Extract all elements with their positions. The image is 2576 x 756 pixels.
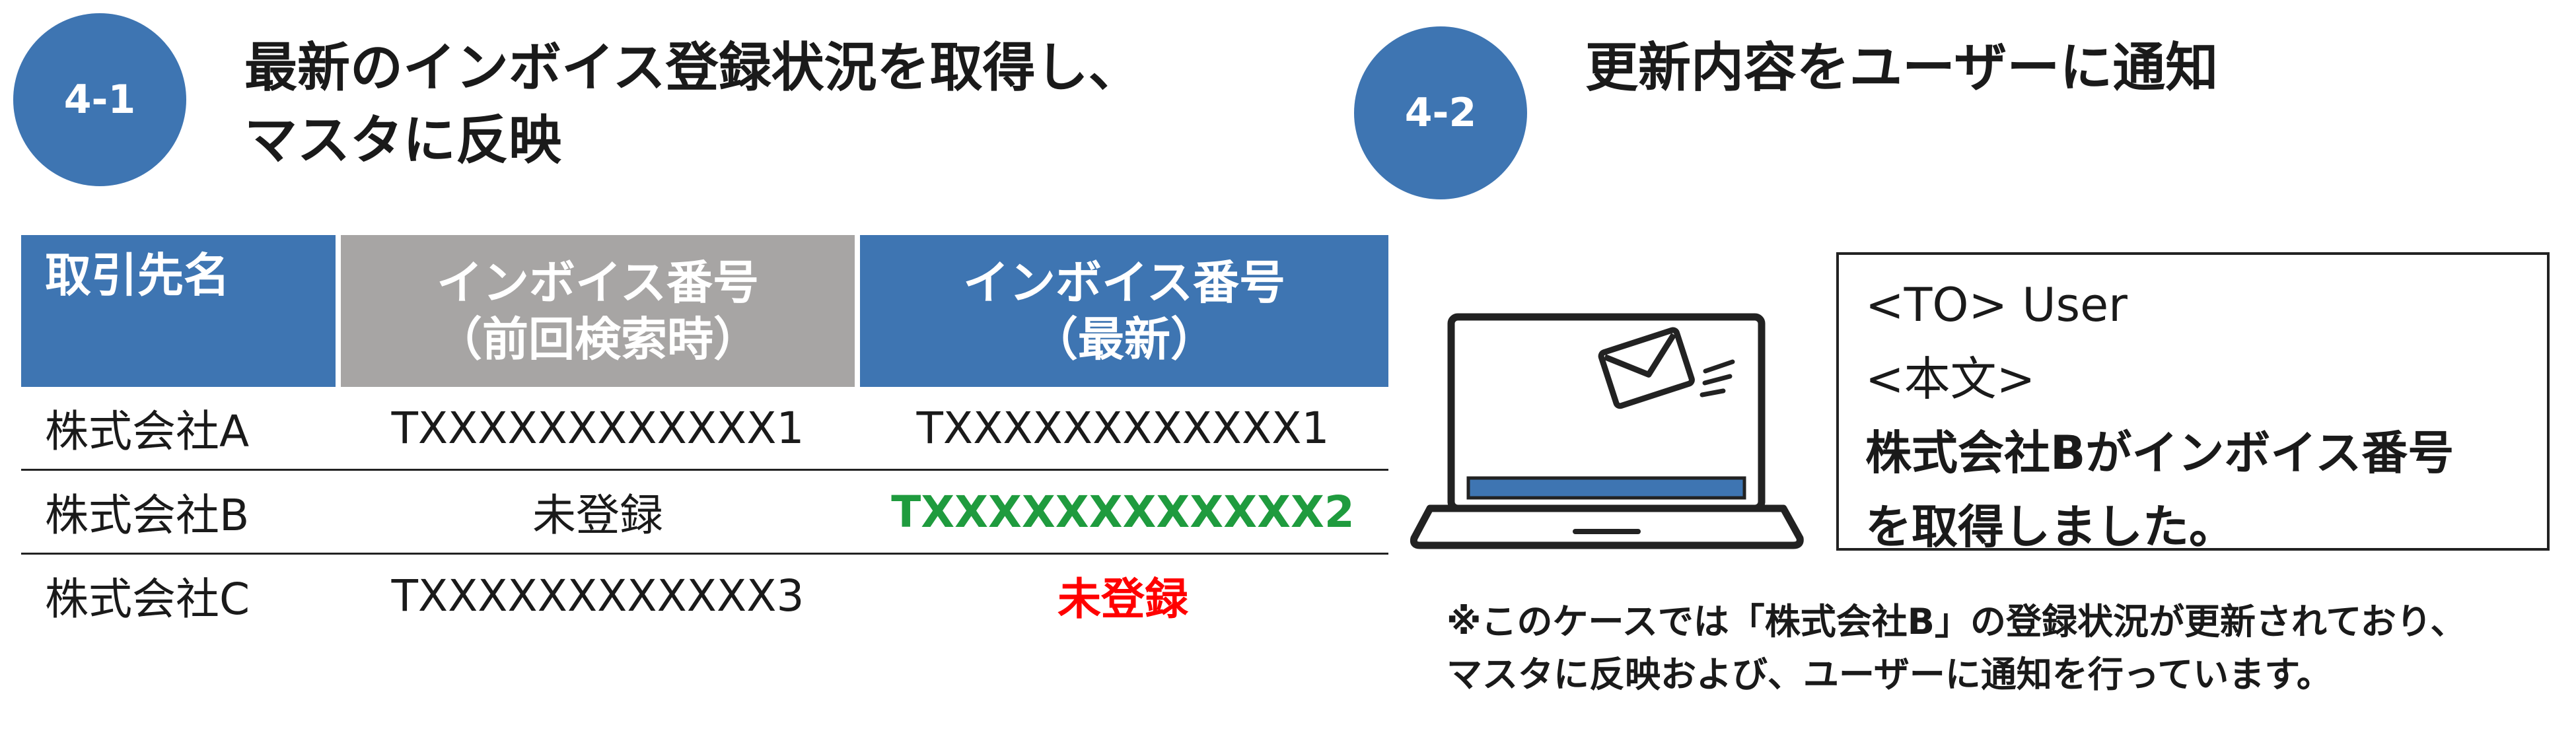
cell-latest-invoice-unregistered: 未登録 xyxy=(1057,574,1188,625)
header-latest-line2: （最新） xyxy=(1032,312,1217,366)
cell-partner-name: 株式会社B xyxy=(21,469,338,555)
step-badge-4-2: 4-2 xyxy=(1354,26,1527,199)
header-partner-name: 取引先名 xyxy=(21,235,338,387)
header-previous-line2: （前回検索時） xyxy=(436,312,760,366)
header-latest-line1: インボイス番号 xyxy=(963,256,1285,310)
notification-message-box: <TO> User <本文> 株式会社Bがインボイス番号 を取得しました。 xyxy=(1836,252,2550,554)
footnote: ※このケースでは「株式会社B」の登録状況が更新されており、 マスタに反映および、… xyxy=(1447,596,2466,701)
step-badge-label: 4-2 xyxy=(1404,90,1477,136)
message-body-line1: 株式会社Bがインボイス番号 xyxy=(1865,426,2454,480)
table-row: 株式会社A TXXXXXXXXXXXX1 TXXXXXXXXXXXX1 xyxy=(21,387,1388,471)
cell-latest-invoice-updated: TXXXXXXXXXXXX2 xyxy=(857,469,1388,555)
message-body-label: <本文> xyxy=(1865,352,2036,406)
header-previous-line1: インボイス番号 xyxy=(437,256,759,310)
cell-previous-invoice: TXXXXXXXXXXXX1 xyxy=(338,387,857,471)
header-latest-invoice: インボイス番号 （最新） xyxy=(855,235,1388,387)
invoice-table: 取引先名 インボイス番号 （前回検索時） インボイス番号 （最新） 株式会社A … xyxy=(21,235,1388,636)
envelope-icon xyxy=(1598,327,1695,409)
step2-title: 更新内容をユーザーに通知 xyxy=(1585,37,2219,98)
table-header-row: 取引先名 インボイス番号 （前回検索時） インボイス番号 （最新） xyxy=(21,235,1388,387)
step1-title: 最新のインボイス登録状況を取得し、 マスタに反映 xyxy=(244,32,1141,177)
table-row: 株式会社C TXXXXXXXXXXXX3 未登録 xyxy=(21,554,1388,637)
step-badge-4-1: 4-1 xyxy=(13,13,186,186)
header-previous-invoice: インボイス番号 （前回検索時） xyxy=(336,235,857,387)
cell-partner-name: 株式会社C xyxy=(45,574,250,625)
table-row: 株式会社B 未登録 TXXXXXXXXXXXX2 xyxy=(21,469,1388,555)
step-badge-label: 4-1 xyxy=(63,77,136,123)
cell-previous-invoice: 未登録 xyxy=(338,469,857,555)
step1-title-line2: マスタに反映 xyxy=(244,110,561,171)
footnote-line1: ※このケースでは「株式会社B」の登録状況が更新されており、 xyxy=(1447,601,2466,642)
cell-latest-invoice: TXXXXXXXXXXXX1 xyxy=(857,387,1388,471)
laptop-icon xyxy=(1410,313,1804,549)
cell-previous-invoice: TXXXXXXXXXXXX3 xyxy=(391,570,805,621)
cell-partner-name: 株式会社A xyxy=(21,387,338,471)
header-partner-name-label: 取引先名 xyxy=(45,248,230,302)
footnote-line2: マスタに反映および、ユーザーに通知を行っています。 xyxy=(1447,654,2332,695)
message-to-line: <TO> User xyxy=(1865,278,2128,332)
message-body-line2: を取得しました。 xyxy=(1865,500,2235,554)
step1-title-line1: 最新のインボイス登録状況を取得し、 xyxy=(244,37,1141,98)
